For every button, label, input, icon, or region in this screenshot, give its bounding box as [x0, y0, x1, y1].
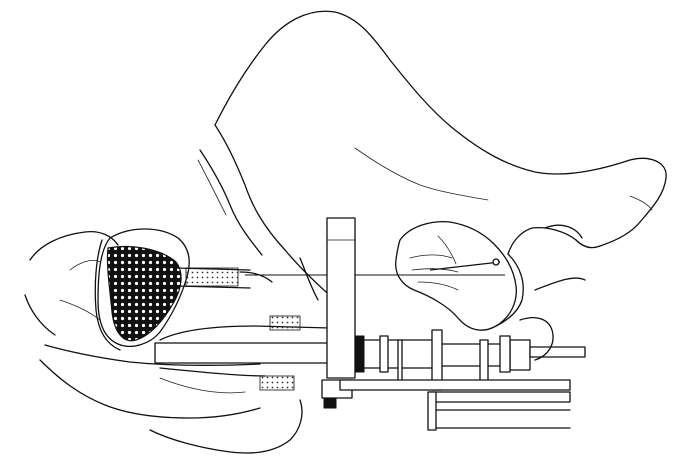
stepper-rail-2	[430, 392, 570, 402]
leg-underside	[508, 228, 576, 254]
anal-detail	[160, 378, 245, 393]
pelvis-detail	[60, 300, 100, 320]
seed-train	[186, 268, 238, 286]
lower-body-outline	[40, 360, 260, 418]
template-grid-vertical-bar	[327, 218, 355, 378]
stepper-rail	[340, 380, 570, 390]
hand-with-needle	[396, 222, 517, 331]
pelvis-detail-2	[70, 260, 100, 270]
prostate-hatched	[107, 247, 181, 341]
scrotum-line	[300, 258, 318, 300]
back-lower	[25, 295, 55, 335]
needle-tip-cap	[493, 259, 499, 265]
buttock-bottom	[150, 400, 302, 453]
rectum-top	[160, 326, 330, 340]
foot-detail	[630, 196, 652, 210]
probe-ring-3	[500, 336, 510, 372]
probe-cable	[530, 347, 585, 357]
stepper-leg	[428, 392, 436, 430]
sphincter-detail	[260, 376, 294, 390]
probe-end	[510, 340, 530, 370]
thigh-crease	[355, 148, 488, 200]
shin-lower	[535, 278, 585, 290]
rectum-lower	[160, 368, 265, 376]
probe-ring-2	[380, 336, 388, 372]
patient-leg-outline	[215, 11, 666, 247]
thumb	[438, 236, 456, 264]
finger-3	[418, 282, 458, 290]
catheter-bend	[240, 272, 272, 282]
perineal-detail	[270, 316, 300, 330]
ankle	[545, 225, 582, 238]
probe-handle	[435, 344, 510, 366]
transrectal-ultrasound-probe	[155, 343, 335, 363]
needle-hub	[430, 262, 500, 270]
template-knob	[324, 398, 336, 408]
finger-1	[410, 255, 452, 258]
